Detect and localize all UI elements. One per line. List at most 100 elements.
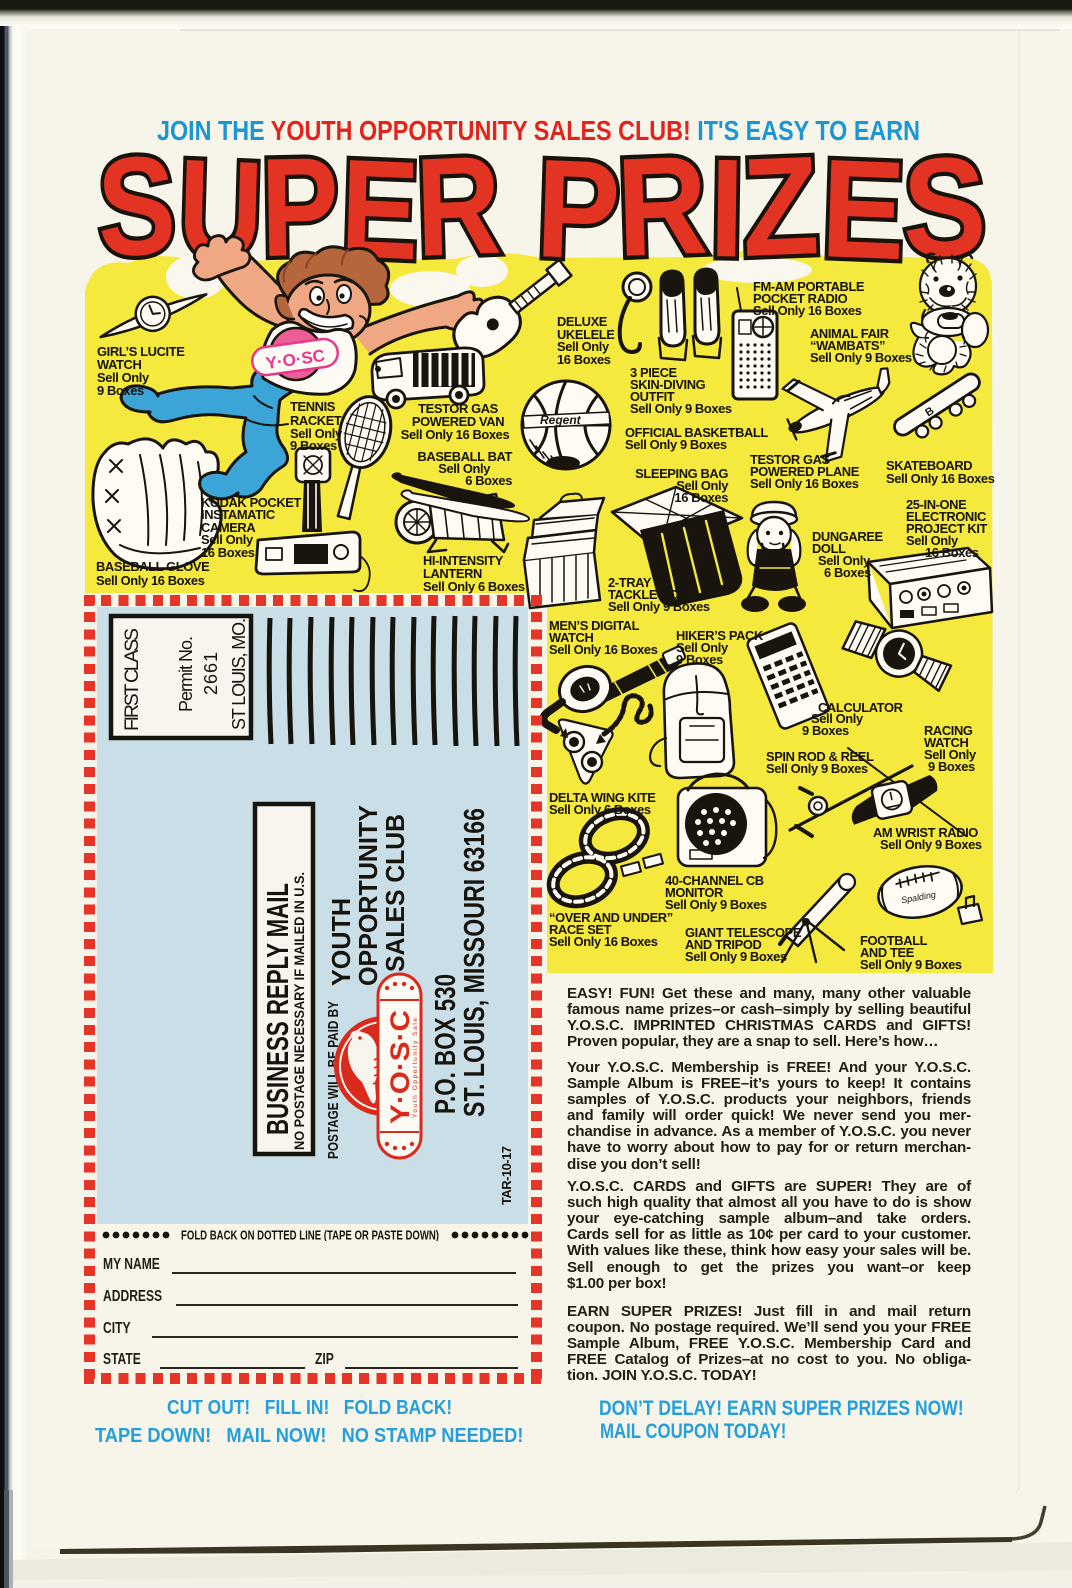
svg-text:Sell Only: Sell Only <box>97 370 150 385</box>
svg-text:RACING: RACING <box>924 723 973 738</box>
svg-text:Sell Only 6 Boxes: Sell Only 6 Boxes <box>549 802 651 817</box>
svg-text:DELUXE: DELUXE <box>557 314 608 329</box>
svg-text:6 Boxes: 6 Boxes <box>465 473 512 488</box>
svg-text:TACKLE BOX: TACKLE BOX <box>608 587 688 602</box>
svg-text:AND TRIPOD: AND TRIPOD <box>685 937 761 952</box>
svg-text:9 Boxes: 9 Boxes <box>802 723 849 738</box>
svg-text:“WAMBATS”: “WAMBATS” <box>810 338 885 353</box>
svg-text:Sell Only: Sell Only <box>438 461 491 476</box>
svg-text:AM WRIST RADIO: AM WRIST RADIO <box>873 825 978 840</box>
svg-text:WATCH: WATCH <box>97 357 141 372</box>
svg-text:16 Boxes: 16 Boxes <box>201 545 255 560</box>
svg-text:SALES CLUB: SALES CLUB <box>380 814 410 972</box>
svg-text:OPPORTUNITY: OPPORTUNITY <box>353 805 383 986</box>
svg-text:Sell Only: Sell Only <box>906 533 959 548</box>
svg-text:PROJECT KIT: PROJECT KIT <box>906 521 988 536</box>
svg-text:Sell Only 16 Boxes: Sell Only 16 Boxes <box>549 642 658 657</box>
svg-text:POCKET RADIO: POCKET RADIO <box>753 291 848 306</box>
svg-text:Sell Only 9 Boxes: Sell Only 9 Boxes <box>766 761 868 776</box>
svg-text:Sell Only 9 Boxes: Sell Only 9 Boxes <box>665 897 767 912</box>
svg-text:Sell Only 16 Boxes: Sell Only 16 Boxes <box>401 427 510 442</box>
svg-text:BASEBALL BAT: BASEBALL BAT <box>417 449 512 464</box>
svg-text:MEN’S DIGITAL: MEN’S DIGITAL <box>549 618 640 633</box>
svg-text:Permit No.: Permit No. <box>176 636 196 712</box>
svg-text:DUNGAREE: DUNGAREE <box>812 529 884 544</box>
svg-text:TESTOR GAS: TESTOR GAS <box>750 452 831 467</box>
svg-text:MONITOR: MONITOR <box>665 885 724 900</box>
svg-text:POWERED PLANE: POWERED PLANE <box>750 464 860 479</box>
svg-text:ELECTRONIC: ELECTRONIC <box>906 509 986 524</box>
svg-text:6 Boxes: 6 Boxes <box>824 565 871 580</box>
svg-text:AND TEE: AND TEE <box>860 945 915 960</box>
svg-text:JOIN THE YOUTH OPPORTUNITY SAL: JOIN THE YOUTH OPPORTUNITY SALES CLUB! I… <box>157 115 920 146</box>
svg-text:Sell Only 9 Boxes: Sell Only 9 Boxes <box>810 350 912 365</box>
svg-text:HIKER’S PACK: HIKER’S PACK <box>676 628 764 643</box>
svg-text:“OVER AND UNDER”: “OVER AND UNDER” <box>549 910 673 925</box>
svg-text:Sell Only: Sell Only <box>676 640 729 655</box>
svg-text:BUSINESS REPLY MAIL: BUSINESS REPLY MAIL <box>260 883 295 1135</box>
svg-text:40-CHANNEL CB: 40-CHANNEL CB <box>665 873 764 888</box>
svg-text:DELTA WING KITE: DELTA WING KITE <box>549 790 656 805</box>
svg-text:SLEEPING BAG: SLEEPING BAG <box>635 466 728 481</box>
svg-text:2-TRAY: 2-TRAY <box>608 575 652 590</box>
svg-text:CAMERA: CAMERA <box>201 520 255 535</box>
svg-text:Sell Only 9 Boxes: Sell Only 9 Boxes <box>608 599 710 614</box>
svg-text:WATCH: WATCH <box>549 630 593 645</box>
svg-text:SKIN-DIVING: SKIN-DIVING <box>630 377 706 392</box>
svg-text:NO POSTAGE NECESSARY IF MAILED: NO POSTAGE NECESSARY IF MAILED IN U.S. <box>292 872 307 1150</box>
svg-text:Sell Only 16 Boxes: Sell Only 16 Boxes <box>886 471 995 486</box>
svg-text:KODAK POCKET: KODAK POCKET <box>201 495 302 510</box>
svg-text:P.O. BOX 530: P.O. BOX 530 <box>430 974 462 1114</box>
svg-text:Sell Only 9 Boxes: Sell Only 9 Boxes <box>630 401 732 416</box>
svg-text:Sell Only: Sell Only <box>924 747 977 762</box>
svg-text:GIRL’S LUCITE: GIRL’S LUCITE <box>97 344 185 359</box>
svg-text:BASEBALL GLOVE: BASEBALL GLOVE <box>96 559 210 574</box>
svg-text:POSTAGE WILL BE PAID BY: POSTAGE WILL BE PAID BY <box>325 1001 342 1159</box>
svg-text:TAR-10-17: TAR-10-17 <box>499 1146 514 1205</box>
svg-text:9 Boxes: 9 Boxes <box>290 438 337 453</box>
svg-text:UKELELE: UKELELE <box>557 327 615 342</box>
svg-text:Sell Only 6 Boxes: Sell Only 6 Boxes <box>423 579 525 594</box>
svg-text:DOLL: DOLL <box>812 541 846 556</box>
svg-text:Youth Opportunity Sale: Youth Opportunity Sale <box>412 1018 419 1118</box>
svg-text:LANTERN: LANTERN <box>423 566 482 581</box>
svg-text:Sell Only: Sell Only <box>557 339 610 354</box>
svg-text:16 Boxes: 16 Boxes <box>557 352 611 367</box>
svg-text:FOOTBALL: FOOTBALL <box>860 933 928 948</box>
svg-text:9 Boxes: 9 Boxes <box>97 383 144 398</box>
svg-text:Sell Only: Sell Only <box>676 478 729 493</box>
svg-text:HI-INTENSITY: HI-INTENSITY <box>423 553 504 568</box>
svg-text:Sell Only 9 Boxes: Sell Only 9 Boxes <box>880 837 982 852</box>
svg-text:PRIZES: PRIZES <box>534 126 988 289</box>
svg-text:WATCH: WATCH <box>924 735 968 750</box>
svg-text:FOLD BACK ON DOTTED LINE (TAPE: FOLD BACK ON DOTTED LINE (TAPE OR PASTE … <box>181 1229 439 1241</box>
svg-text:16 Boxes: 16 Boxes <box>925 545 979 560</box>
svg-text:Sell Only 16 Boxes: Sell Only 16 Boxes <box>750 476 859 491</box>
svg-text:16 Boxes: 16 Boxes <box>674 490 728 505</box>
svg-text:ANIMAL FAIR: ANIMAL FAIR <box>810 326 890 341</box>
svg-text:OUTFIT: OUTFIT <box>630 389 675 404</box>
svg-text:Regent: Regent <box>540 413 582 427</box>
svg-text:INSTAMATIC: INSTAMATIC <box>201 507 275 522</box>
svg-text:Sell Only 9 Boxes: Sell Only 9 Boxes <box>860 957 962 972</box>
svg-text:ST LOUIS, MO.: ST LOUIS, MO. <box>229 618 249 730</box>
svg-text:Sell Only: Sell Only <box>290 426 343 441</box>
svg-text:Sell Only: Sell Only <box>818 553 871 568</box>
svg-text:TESTOR GAS: TESTOR GAS <box>418 401 499 416</box>
svg-text:Sell Only 16 Boxes: Sell Only 16 Boxes <box>96 573 205 588</box>
svg-text:9 Boxes: 9 Boxes <box>676 652 723 667</box>
svg-text:25-IN-ONE: 25-IN-ONE <box>906 497 967 512</box>
svg-text:OFFICIAL BASKETBALL: OFFICIAL BASKETBALL <box>625 425 768 440</box>
svg-text:2661: 2661 <box>201 652 221 695</box>
svg-text:3 PIECE: 3 PIECE <box>630 365 678 380</box>
svg-text:SKATEBOARD: SKATEBOARD <box>886 458 972 473</box>
svg-text:Y·O·S·C: Y·O·S·C <box>385 1010 415 1124</box>
svg-text:RACE SET: RACE SET <box>549 922 612 937</box>
svg-text:SPIN ROD & REEL: SPIN ROD & REEL <box>766 749 874 764</box>
svg-text:GIANT TELESCOPE: GIANT TELESCOPE <box>685 925 802 940</box>
svg-text:FM-AM PORTABLE: FM-AM PORTABLE <box>753 279 865 294</box>
svg-text:POWERED VAN: POWERED VAN <box>412 414 504 429</box>
svg-text:9 Boxes: 9 Boxes <box>928 759 975 774</box>
svg-text:Sell Only 16 Boxes: Sell Only 16 Boxes <box>549 934 658 949</box>
svg-text:TENNIS: TENNIS <box>290 399 336 414</box>
